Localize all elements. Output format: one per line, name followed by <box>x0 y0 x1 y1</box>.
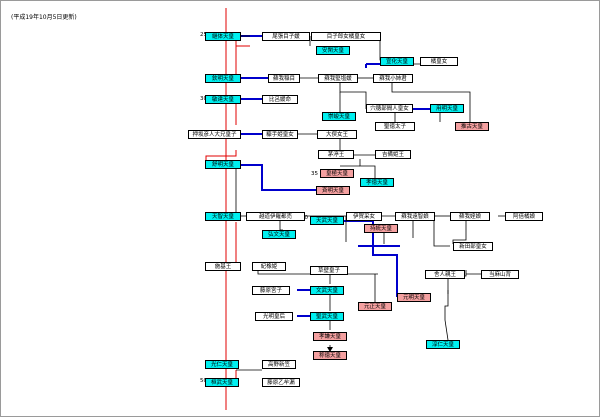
node-yomei: 用明天皇 <box>430 104 464 113</box>
node-ahe: 阿倍橘娘 <box>505 212 543 221</box>
node-komyo: 光明皇后 <box>255 312 293 321</box>
node-gensho: 元正天皇 <box>358 302 392 311</box>
node-nukate: 糠手姫皇女 <box>262 130 298 139</box>
reign-number: 25 <box>200 32 207 38</box>
node-tenji: 天智天皇 <box>205 212 241 221</box>
node-chinuou: 茅渟王 <box>318 150 354 159</box>
marriage-lines-blue <box>241 35 430 317</box>
node-tagima: 当麻山背 <box>481 270 519 279</box>
reign-number: 50 <box>200 378 207 384</box>
node-iname: 蘇我稲目 <box>268 74 300 83</box>
node-junnin: 淳仁天皇 <box>426 340 460 349</box>
node-bidatsu: 敏達天皇 <box>205 95 241 104</box>
node-shotoku-tenno: 称徳天皇 <box>313 351 347 360</box>
node-genmei: 元明天皇 <box>397 293 431 302</box>
node-chinu: 大俣女王 <box>317 130 357 139</box>
node-ochi: 越道伊羅都売 <box>246 212 305 221</box>
node-suiko: 推古天皇 <box>455 122 489 131</box>
node-kanmu: 桓武天皇 <box>205 378 239 387</box>
node-kitashi: 蘇我堅塩媛 <box>318 74 358 83</box>
node-ankan: 安閑天皇 <box>316 46 350 55</box>
node-kinmei: 欽明天皇 <box>205 74 241 83</box>
reign-number: 30 <box>200 96 207 102</box>
node-kobun: 弘文天皇 <box>262 230 296 239</box>
node-mezuhime: 目子郎女橘皇女 <box>311 32 381 41</box>
node-toneri: 舎人親王 <box>425 270 465 279</box>
node-shomu: 聖武天皇 <box>310 312 344 321</box>
node-senka: 宣化天皇 <box>380 57 414 66</box>
node-mezu: 尾張目子媛 <box>262 32 310 41</box>
node-iga: 伊賀采女 <box>346 212 382 221</box>
node-shiki: 施基王 <box>205 262 241 271</box>
node-saimei: 斉明天皇 <box>316 186 350 195</box>
node-tenmu: 天武天皇 <box>310 216 344 225</box>
node-otomuro: 藤原乙牟漏 <box>262 378 300 387</box>
node-miyako: 藤原宮子 <box>252 286 290 295</box>
node-shotoku: 聖徳太子 <box>375 122 415 131</box>
node-soga-mei: 蘇我姪娘 <box>450 212 490 221</box>
node-tachibana: 橘皇女 <box>420 57 458 66</box>
node-jomei: 舒明天皇 <box>205 160 241 169</box>
succession-lines-red <box>205 8 250 410</box>
node-kusakabe: 草壁皇子 <box>310 266 348 275</box>
node-hiro: 比呂媛命 <box>262 95 298 104</box>
update-note: (平成19年10月5日更新) <box>11 14 77 21</box>
node-keitai: 継体天皇 <box>205 32 241 41</box>
node-sushun: 崇峻天皇 <box>322 112 356 121</box>
node-niigasa: 高野新笠 <box>262 360 296 369</box>
node-niitabe: 新田部皇女 <box>453 242 493 251</box>
node-kiino: 紀橡姫 <box>252 262 286 271</box>
node-jito: 持統天皇 <box>364 224 398 233</box>
node-anahobe: 穴穂部間人皇女 <box>366 104 413 113</box>
reign-number: 35 <box>311 171 318 177</box>
node-konin: 光仁天皇 <box>205 360 239 369</box>
node-koken: 孝謙天皇 <box>313 332 347 341</box>
node-soga-ochi: 蘇我遠智娘 <box>395 212 435 221</box>
node-oane: 蘇我小姉君 <box>373 74 413 83</box>
node-monmu: 文武天皇 <box>310 286 344 295</box>
node-oshisaka: 押坂彦人大兄皇子 <box>188 130 241 139</box>
reenthronement-arrow <box>327 347 333 352</box>
node-kotoku: 孝徳天皇 <box>360 178 394 187</box>
node-kibi: 吉備姫王 <box>375 150 411 159</box>
node-kogyoku: 皇極天皇 <box>320 169 354 178</box>
